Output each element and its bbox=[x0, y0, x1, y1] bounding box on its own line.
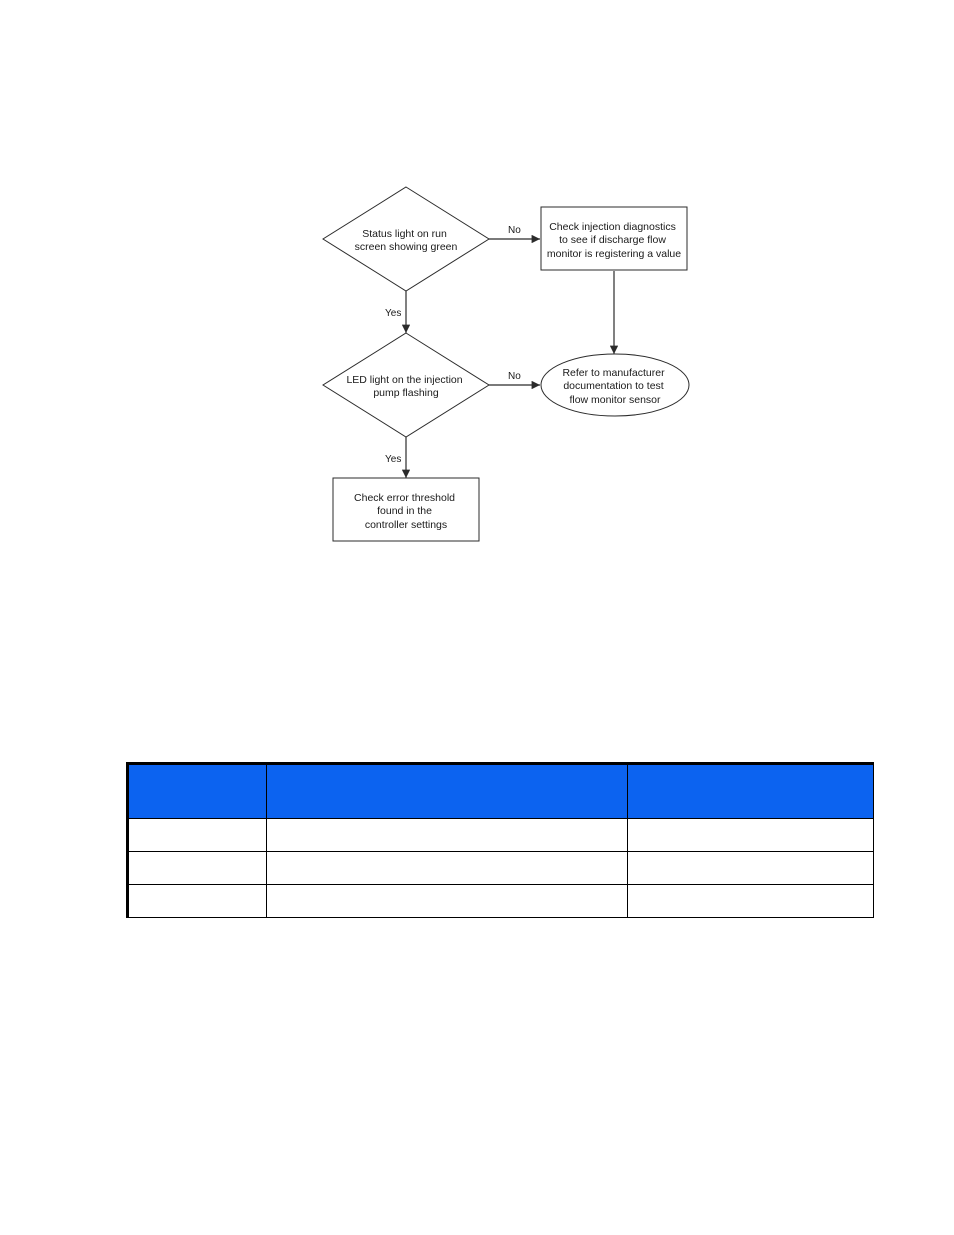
table-cell bbox=[627, 851, 874, 885]
table-cell bbox=[266, 884, 628, 918]
edge-label-led-yes: Yes bbox=[385, 454, 401, 465]
node-label-line: Check injection diagnostics bbox=[549, 221, 676, 233]
node-led: LED light on the injection pump flashing bbox=[322, 332, 490, 438]
node-check-diagnostics: Check injection diagnostics to see if di… bbox=[540, 206, 688, 271]
table-row bbox=[127, 884, 874, 918]
table-row bbox=[127, 818, 874, 852]
node-label-line: controller settings bbox=[365, 519, 447, 531]
process-box bbox=[540, 206, 688, 271]
table-cell bbox=[127, 818, 267, 852]
edge-label-status-yes: Yes bbox=[385, 308, 401, 319]
node-label-line: Refer to manufacturer bbox=[562, 367, 665, 379]
blank-table bbox=[126, 762, 874, 918]
node-label-line: Check error threshold bbox=[354, 492, 455, 504]
edge-label-status-no: No bbox=[508, 225, 521, 236]
table-cell bbox=[127, 851, 267, 885]
node-label: LED light on the injection pump flashing bbox=[346, 374, 465, 399]
table-header-row bbox=[127, 762, 874, 819]
flowchart-edges: No Yes No Yes bbox=[385, 225, 619, 478]
table-cell bbox=[266, 851, 628, 885]
process-box bbox=[332, 477, 480, 542]
node-label-line: pump flashing bbox=[373, 387, 439, 399]
node-label: Check error threshold found in the contr… bbox=[354, 492, 458, 531]
node-status: Status light on run screen showing green bbox=[322, 186, 490, 292]
table-header-cell bbox=[627, 762, 874, 819]
table-cell bbox=[627, 818, 874, 852]
decision-diamond bbox=[322, 332, 490, 438]
node-label: Status light on run screen showing green bbox=[355, 228, 458, 253]
table-header-cell bbox=[127, 762, 267, 819]
node-label-line: flow monitor sensor bbox=[569, 394, 661, 406]
table-cell bbox=[266, 818, 628, 852]
table-cell bbox=[127, 884, 267, 918]
node-check-threshold: Check error threshold found in the contr… bbox=[332, 477, 480, 542]
node-label-line: documentation to test bbox=[563, 380, 663, 392]
troubleshooting-flowchart: No Yes No Yes Status light on run screen… bbox=[322, 186, 690, 542]
node-label-line: screen showing green bbox=[355, 241, 458, 253]
node-label-line: Status light on run bbox=[362, 228, 447, 240]
table-cell bbox=[627, 884, 874, 918]
table-row bbox=[127, 851, 874, 885]
table-header-cell bbox=[266, 762, 628, 819]
decision-diamond bbox=[322, 186, 490, 292]
node-label-line: found in the bbox=[377, 505, 432, 517]
edge-label-led-no: No bbox=[508, 371, 521, 382]
node-label: Refer to manufacturer documentation to t… bbox=[562, 367, 667, 406]
node-label-line: monitor is registering a value bbox=[547, 248, 681, 260]
node-refer-manufacturer: Refer to manufacturer documentation to t… bbox=[540, 353, 690, 417]
node-label: Check injection diagnostics to see if di… bbox=[547, 221, 681, 260]
terminal-ellipse bbox=[540, 353, 690, 417]
node-label-line: LED light on the injection bbox=[346, 374, 462, 386]
node-label-line: to see if discharge flow bbox=[559, 234, 666, 246]
